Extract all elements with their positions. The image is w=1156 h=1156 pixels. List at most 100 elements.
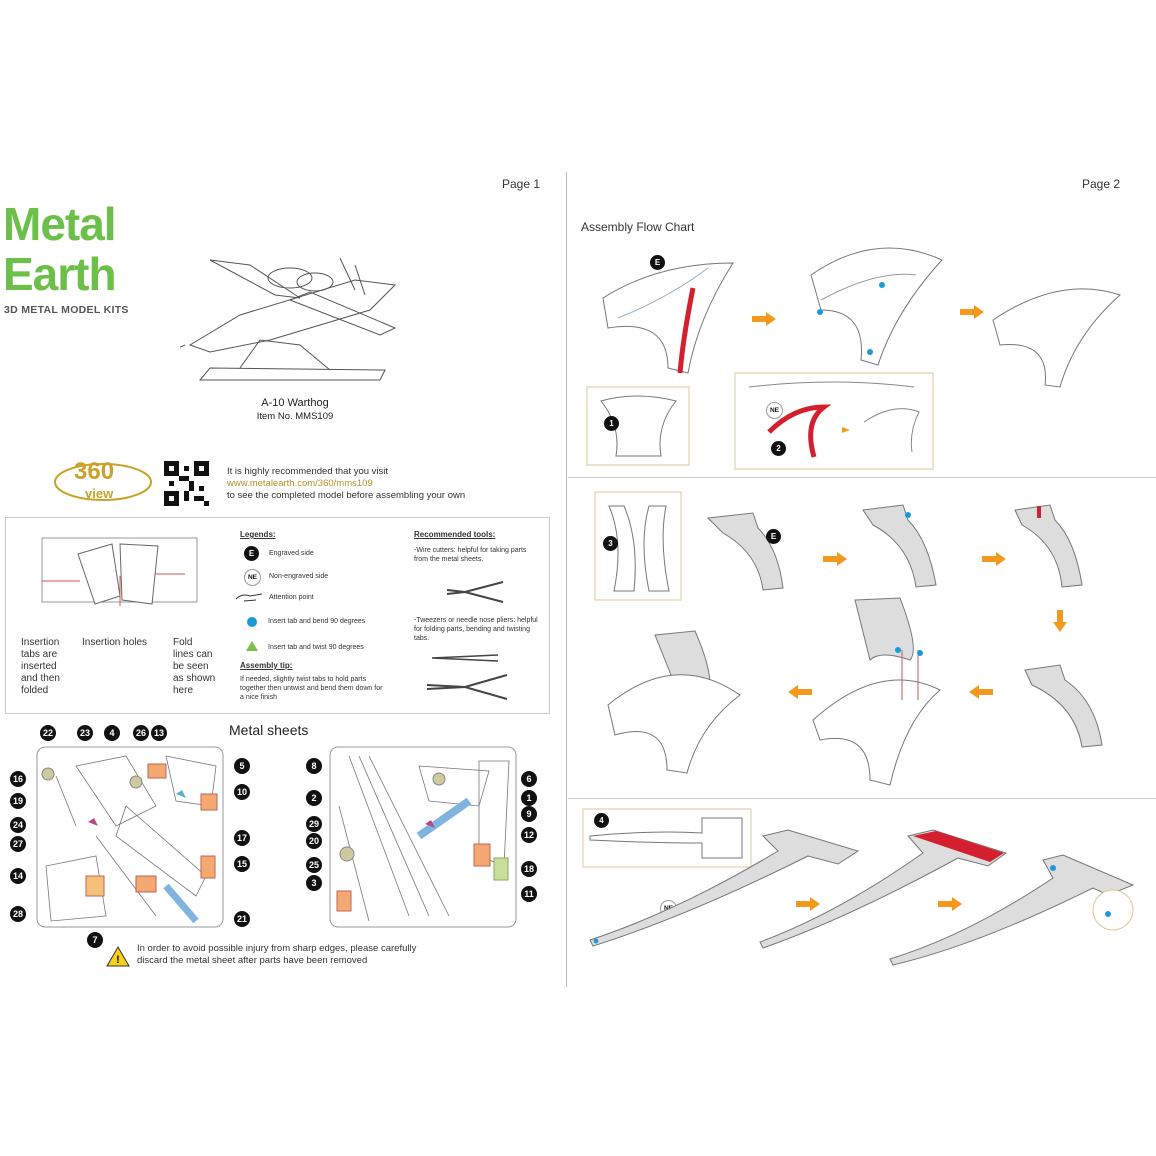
assembly-tip-title: Assembly tip: (240, 661, 293, 670)
step-number-1: 1 (604, 416, 619, 431)
green-triangle-icon (246, 641, 258, 651)
part-number-10: 10 (234, 784, 250, 800)
step-3-detail-box (594, 491, 682, 601)
label-insertion-tabs: Insertion tabs are inserted and then fol… (21, 637, 60, 696)
tool-wire-cutters: -Wire cutters: helpful for taking parts … (414, 547, 527, 563)
label-insertion-holes: Insertion holes (82, 637, 148, 648)
metal-sheets-title: Metal sheets (229, 722, 309, 738)
non-engraved-icon: NE (244, 569, 261, 586)
wire-cutters-icon (446, 581, 504, 603)
warning-icon: ! (106, 946, 130, 967)
view-360-text2: to see the completed model before assemb… (227, 490, 466, 501)
step-4-part-a (589, 829, 860, 947)
brand-logo-line2: Earth (3, 248, 117, 300)
hand-pointer-icon (235, 593, 263, 602)
model-item-number: Item No. MMS109 (256, 411, 334, 422)
warning-text: In order to avoid possible injury from s… (137, 943, 417, 966)
part-number-21: 21 (234, 911, 250, 927)
svg-text:!: ! (116, 954, 120, 966)
part-number-23: 23 (77, 725, 93, 741)
part-number-14: 14 (10, 868, 26, 884)
legend-attention: Attention point (269, 594, 314, 601)
view-360-badge (54, 463, 152, 501)
qr-code[interactable] (164, 461, 209, 506)
part-number-22: 22 (40, 725, 56, 741)
tab-insertion-diagram (41, 537, 198, 606)
part-number-13: 13 (151, 725, 167, 741)
part-number-29: 29 (306, 816, 322, 832)
arrow-right-icon (982, 552, 1006, 566)
non-engraved-marker-1: NE (766, 402, 783, 419)
part-number-1: 1 (521, 790, 537, 806)
view-360-word: view (85, 486, 114, 501)
model-name: A-10 Warthog (261, 397, 329, 409)
part-number-9: 9 (521, 806, 537, 822)
part-number-19: 19 (10, 793, 26, 809)
step-3-part-a (706, 512, 784, 591)
part-number-28: 28 (10, 906, 26, 922)
view-360-link[interactable]: www.metalearth.com/360/mms109 (227, 478, 373, 489)
legend-twist: Insert tab and twist 90 degrees (268, 644, 364, 651)
arrow-left-icon (788, 685, 812, 699)
legends-title: Legends: (240, 530, 276, 539)
section-separator-1 (568, 477, 1156, 478)
metal-sheet-1 (36, 746, 224, 928)
page-divider (566, 172, 567, 987)
part-number-16: 16 (10, 771, 26, 787)
part-number-25: 25 (306, 857, 322, 873)
blue-dot-icon (247, 617, 257, 627)
step-1-part-b (810, 247, 943, 366)
step-3-part-b (862, 504, 937, 588)
part-number-6: 6 (521, 771, 537, 787)
tools-title: Recommended tools: (414, 530, 496, 539)
arrow-left-icon (969, 685, 993, 699)
part-number-26: 26 (133, 725, 149, 741)
step-3-part-e (812, 597, 941, 786)
legend-panel (5, 517, 550, 714)
step-3-part-d (1024, 664, 1103, 748)
arrow-right-icon (796, 897, 820, 911)
step-number-3: 3 (603, 536, 618, 551)
part-number-5: 5 (234, 758, 250, 774)
part-number-2: 2 (306, 790, 322, 806)
legend-engraved: Engraved side (269, 550, 314, 557)
part-number-4: 4 (104, 725, 120, 741)
part-number-7: 7 (87, 932, 103, 948)
step-2-detail-box (734, 372, 934, 470)
step-1-part-c (992, 288, 1121, 388)
engraved-marker-1: E (650, 255, 665, 270)
page-2-label: Page 2 (1082, 177, 1121, 191)
step-3-part-f (607, 630, 741, 774)
step-1-part-a (602, 262, 734, 374)
step-3-part-c (1014, 504, 1083, 588)
view-360-number: 360 (74, 458, 115, 485)
legend-bend: Insert tab and bend 90 degrees (268, 618, 366, 625)
section-separator-2 (568, 798, 1156, 799)
arrow-right-icon (752, 312, 776, 326)
part-number-24: 24 (10, 817, 26, 833)
part-number-17: 17 (234, 830, 250, 846)
step-1-detail-box (586, 386, 690, 466)
part-number-8: 8 (306, 758, 322, 774)
step-number-2: 2 (771, 441, 786, 456)
engraved-marker-2: E (766, 529, 781, 544)
arrow-right-icon (938, 897, 962, 911)
part-number-3: 3 (306, 875, 322, 891)
metal-sheet-2 (329, 746, 517, 928)
part-number-27: 27 (10, 836, 26, 852)
brand-tagline: 3D METAL MODEL KITS (4, 304, 129, 316)
part-number-15: 15 (234, 856, 250, 872)
tool-tweezers: -Tweezers or needle nose pliers: helpful… (414, 617, 538, 642)
legend-non-engraved: Non-engraved side (269, 573, 329, 580)
step-number-4: 4 (594, 813, 609, 828)
view-360-text1: It is highly recommended that you visit (227, 466, 389, 477)
tweezers-icon (431, 654, 499, 662)
aircraft-illustration (180, 257, 397, 381)
step-4-part-b (759, 829, 1008, 949)
step-4-part-c (889, 854, 1135, 966)
page-1-label: Page 1 (502, 177, 541, 191)
assembly-flow-title: Assembly Flow Chart (581, 220, 695, 234)
arrow-right-icon (960, 305, 984, 319)
assembly-tip-text: If needed, slightly twist tabs to hold p… (240, 676, 383, 701)
engraved-icon: E (244, 546, 259, 561)
